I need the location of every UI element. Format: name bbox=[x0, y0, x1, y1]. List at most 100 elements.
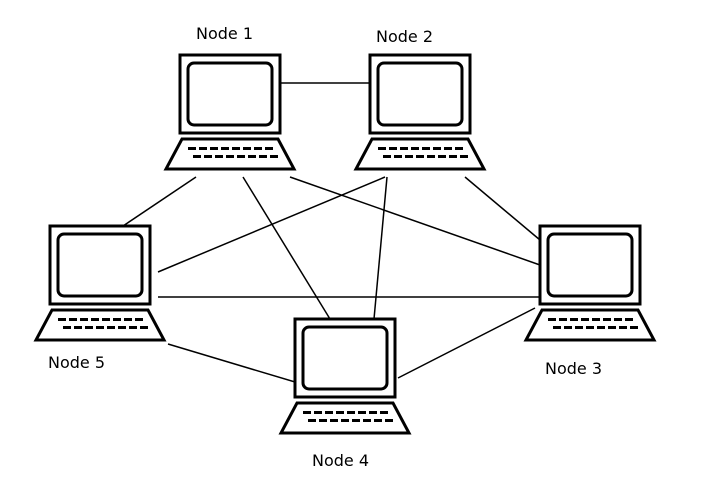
key bbox=[265, 147, 273, 150]
key bbox=[63, 326, 71, 329]
edge-n5-n4 bbox=[167, 343, 296, 383]
key bbox=[330, 419, 338, 422]
keyboard-keys bbox=[188, 147, 278, 158]
key bbox=[69, 318, 77, 321]
edges-layer bbox=[122, 82, 541, 383]
key bbox=[405, 155, 413, 158]
key bbox=[380, 411, 388, 414]
keyboard-base bbox=[33, 308, 167, 342]
edge-n2-n4 bbox=[373, 176, 388, 320]
key bbox=[619, 326, 627, 329]
node-2-label: Node 2 bbox=[376, 27, 434, 46]
nodes-layer bbox=[33, 53, 657, 435]
key bbox=[303, 411, 311, 414]
key bbox=[374, 419, 382, 422]
key bbox=[369, 411, 377, 414]
key bbox=[58, 318, 66, 321]
edge-n1-n3 bbox=[289, 176, 541, 266]
key bbox=[416, 155, 424, 158]
laptop-n3 bbox=[523, 224, 657, 342]
key bbox=[564, 326, 572, 329]
key bbox=[559, 318, 567, 321]
edge-n2-n3 bbox=[464, 176, 541, 241]
key bbox=[433, 147, 441, 150]
edge-n4-n3 bbox=[397, 307, 536, 379]
key bbox=[336, 411, 344, 414]
keyboard-base bbox=[523, 308, 657, 342]
keyboard-keys bbox=[303, 411, 393, 422]
key bbox=[113, 318, 121, 321]
key bbox=[394, 155, 402, 158]
key bbox=[460, 155, 468, 158]
key bbox=[449, 155, 457, 158]
key bbox=[385, 419, 393, 422]
key bbox=[91, 318, 99, 321]
laptop-n5 bbox=[33, 224, 167, 342]
key bbox=[411, 147, 419, 150]
key bbox=[608, 326, 616, 329]
key bbox=[400, 147, 408, 150]
key bbox=[215, 155, 223, 158]
key bbox=[383, 155, 391, 158]
key bbox=[548, 318, 556, 321]
key bbox=[80, 318, 88, 321]
monitor-screen bbox=[186, 61, 274, 127]
key bbox=[553, 326, 561, 329]
key bbox=[270, 155, 278, 158]
key bbox=[358, 411, 366, 414]
laptop-n2 bbox=[353, 53, 487, 171]
key bbox=[570, 318, 578, 321]
key bbox=[188, 147, 196, 150]
edge-n1-n5 bbox=[122, 176, 197, 227]
key bbox=[586, 326, 594, 329]
key bbox=[193, 155, 201, 158]
key bbox=[597, 326, 605, 329]
key bbox=[226, 155, 234, 158]
key bbox=[96, 326, 104, 329]
key bbox=[248, 155, 256, 158]
key bbox=[314, 411, 322, 414]
key bbox=[422, 147, 430, 150]
monitor-screen bbox=[546, 232, 634, 298]
monitor-screen bbox=[376, 61, 464, 127]
key bbox=[319, 419, 327, 422]
key bbox=[603, 318, 611, 321]
laptop-n1 bbox=[163, 53, 297, 171]
key bbox=[204, 155, 212, 158]
keyboard-keys bbox=[58, 318, 148, 329]
key bbox=[118, 326, 126, 329]
monitor-screen bbox=[56, 232, 144, 298]
monitor-screen bbox=[301, 325, 389, 391]
edge-n2-n5 bbox=[157, 176, 386, 273]
key bbox=[135, 318, 143, 321]
laptop-n4 bbox=[278, 317, 412, 435]
keyboard-base bbox=[353, 137, 487, 171]
key bbox=[347, 411, 355, 414]
key bbox=[254, 147, 262, 150]
key bbox=[74, 326, 82, 329]
key bbox=[444, 147, 452, 150]
keyboard-keys bbox=[378, 147, 468, 158]
key bbox=[427, 155, 435, 158]
key bbox=[363, 419, 371, 422]
key bbox=[341, 419, 349, 422]
key bbox=[389, 147, 397, 150]
key bbox=[124, 318, 132, 321]
keyboard-keys bbox=[548, 318, 638, 329]
key bbox=[625, 318, 633, 321]
edge-n1-n4 bbox=[242, 176, 331, 320]
node-5-label: Node 5 bbox=[48, 353, 106, 372]
key bbox=[308, 419, 316, 422]
key bbox=[575, 326, 583, 329]
keyboard-base bbox=[163, 137, 297, 171]
key bbox=[259, 155, 267, 158]
key bbox=[438, 155, 446, 158]
key bbox=[378, 147, 386, 150]
key bbox=[592, 318, 600, 321]
key bbox=[614, 318, 622, 321]
key bbox=[85, 326, 93, 329]
key bbox=[221, 147, 229, 150]
key bbox=[140, 326, 148, 329]
